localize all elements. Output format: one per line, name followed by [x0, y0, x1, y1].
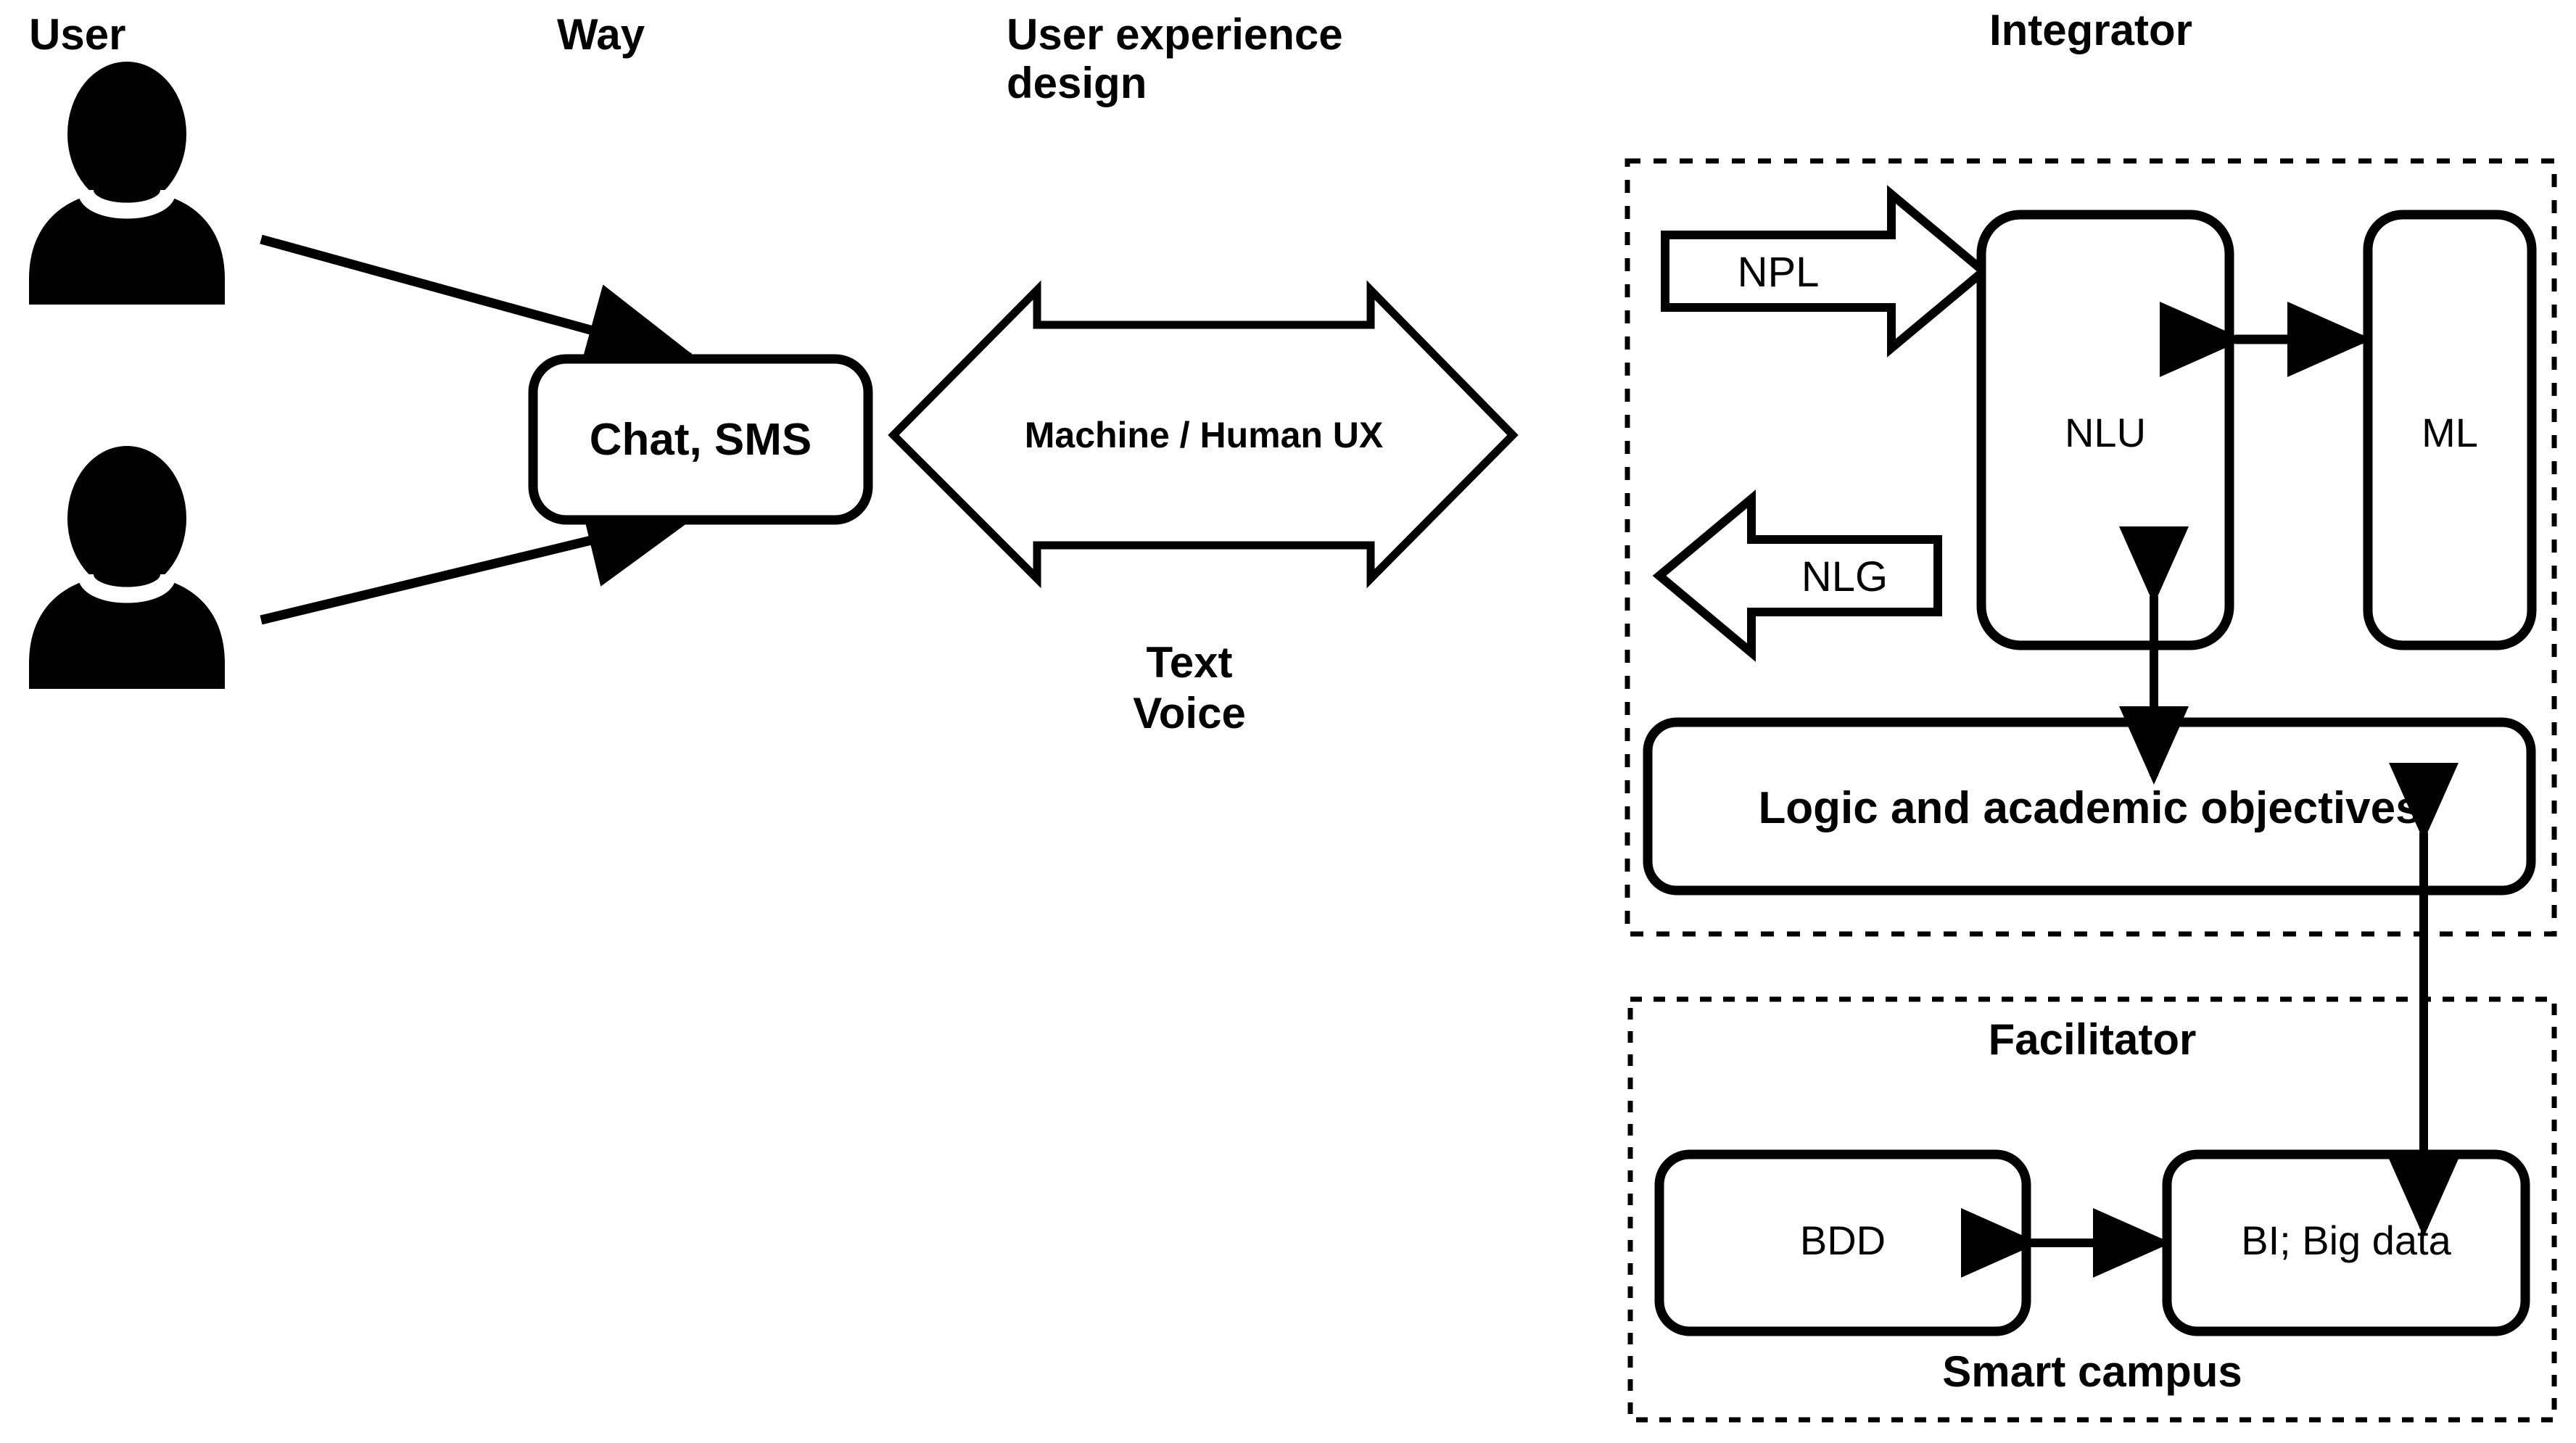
nlg-label: NLG — [1801, 553, 1888, 600]
label-integrator: Integrator — [1989, 6, 2193, 54]
nlu-label: NLU — [2064, 410, 2147, 455]
person-icon-top — [29, 62, 225, 305]
arrow-user-bottom-to-chat — [260, 495, 700, 625]
person-icon-bottom — [29, 446, 225, 689]
label-smart-campus: Smart campus — [1942, 1347, 2242, 1396]
label-ux-design: User experience design — [1007, 10, 1343, 108]
logic-objectives-label: Logic and academic objectives — [1758, 783, 2421, 833]
label-voice: Voice — [1133, 689, 1246, 737]
label-facilitator: Facilitator — [1988, 1015, 2197, 1064]
ml-label: ML — [2422, 410, 2478, 455]
machine-human-ux-label: Machine / Human UX — [1024, 415, 1384, 455]
arrow-user-top-to-chat — [260, 234, 700, 376]
bdd-label: BDD — [1799, 1217, 1886, 1263]
chat-sms-label: Chat, SMS — [589, 415, 812, 465]
label-user: User — [29, 10, 126, 59]
label-text: Text — [1146, 638, 1233, 687]
npl-label: NPL — [1737, 249, 1820, 296]
label-way: Way — [557, 10, 645, 59]
bi-big-data-label: BI; Big data — [2241, 1217, 2451, 1263]
